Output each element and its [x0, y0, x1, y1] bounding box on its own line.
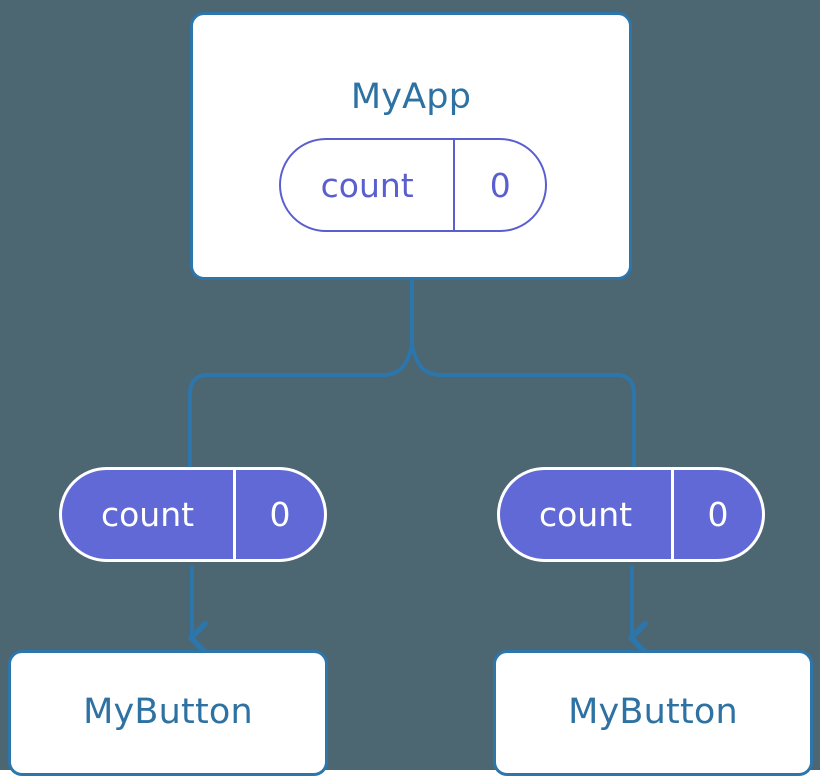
state-pill-myapp-count[interactable]: count 0	[279, 138, 547, 232]
state-key-label: count	[538, 495, 633, 534]
state-key-label: count	[320, 165, 414, 205]
state-value-label: 0	[453, 140, 545, 230]
component-label-mybutton: MyButton	[568, 692, 738, 732]
state-value-label: 0	[671, 470, 762, 559]
state-key-label: count	[100, 495, 195, 534]
component-node-mybutton-left[interactable]: MyButton	[8, 650, 328, 776]
connector-fork-to-left-state	[188, 343, 414, 468]
state-pill-left-count[interactable]: count 0	[59, 467, 327, 562]
state-pill-right-count[interactable]: count 0	[497, 467, 765, 562]
state-value-label: 0	[233, 470, 324, 559]
component-node-mybutton-right[interactable]: MyButton	[493, 650, 813, 776]
component-label-mybutton: MyButton	[83, 692, 253, 732]
connector-fork-to-right-state	[410, 343, 636, 468]
component-label-myapp: MyApp	[350, 77, 472, 117]
component-node-myapp[interactable]: MyApp count 0	[190, 12, 632, 280]
